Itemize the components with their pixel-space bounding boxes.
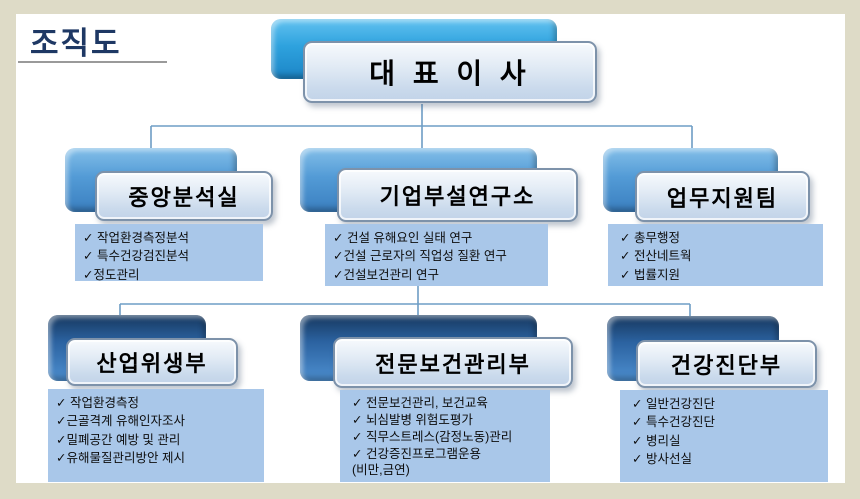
health-examination-task-panel: ✓ 일반건강진단 ✓ 특수건강진단 ✓ 병리실 ✓ 방사선실 xyxy=(620,390,828,482)
task-item: ✓건설 근로자의 직업성 질환 연구 xyxy=(333,249,507,264)
task-item: ✓유해물질관리방안 제시 xyxy=(56,450,185,465)
task-item: ✓밀폐공간 예방 및 관리 xyxy=(56,432,181,447)
task-item: ✓ 건설 유해요인 실태 연구 xyxy=(333,231,473,245)
title-underline xyxy=(18,61,167,63)
task-item: ✓ 특수건강검진분석 xyxy=(83,249,189,264)
task-item: ✓ 직무스트레스(감정노동)관리 xyxy=(352,430,513,444)
dept-label: 중앙분석실 xyxy=(128,185,240,210)
dept-label: 기업부설연구소 xyxy=(379,184,536,209)
business-support-task-panel: ✓ 총무행정 ✓ 전산네트웍 ✓ 법률지원 xyxy=(608,224,823,286)
task-item: ✓ 건강증진프로그램운용 (비만,금연) xyxy=(352,447,481,477)
research-institute-task-panel: ✓ 건설 유해요인 실태 연구 ✓건설 근로자의 직업성 질환 연구 ✓건설보건… xyxy=(325,224,548,286)
industrial-hygiene-task-panel: ✓ 작업환경측정 ✓근골격계 유해인자조사 ✓밀폐공간 예방 및 관리 ✓유해물… xyxy=(48,389,264,482)
task-item: ✓근골격계 유해인자조사 xyxy=(56,414,185,429)
task-item: ✓ 작업환경측정분석 xyxy=(83,231,189,245)
connector-level1 xyxy=(150,104,693,149)
task-item: ✓ 전문보건관리, 보건교육 xyxy=(352,396,488,410)
task-item: ✓ 특수건강진단 xyxy=(632,415,715,430)
connector-level2 xyxy=(119,285,691,317)
task-item: ✓ 전산네트웍 xyxy=(620,249,692,264)
dept-label: 산업위생부 xyxy=(96,351,208,376)
task-item: ✓ 총무행정 xyxy=(620,231,680,245)
page-title: 조직도 xyxy=(30,26,122,61)
dept-label: 건강진단부 xyxy=(670,353,783,378)
ceo-label: 대 표 이 사 xyxy=(369,58,531,89)
central-analysis-task-panel: ✓ 작업환경측정분석 ✓ 특수건강검진분석 ✓정도관리 xyxy=(75,224,263,282)
task-item: ✓ 작업환경측정 xyxy=(56,396,139,410)
org-node-ceo: 대 표 이 사 xyxy=(303,41,597,103)
task-item: ✓건설보건관리 연구 xyxy=(333,267,439,282)
org-node-industrial-hygiene: 산업위생부 xyxy=(66,338,238,386)
org-node-central-analysis: 중앙분석실 xyxy=(95,171,273,221)
task-item: ✓ 법률지원 xyxy=(620,267,680,282)
task-item: ✓ 방사선실 xyxy=(632,451,692,466)
task-item: ✓ 뇌심발병 위험도평가 xyxy=(352,413,473,427)
dept-label: 전문보건관리부 xyxy=(375,351,531,377)
org-node-health-management: 전문보건관리부 xyxy=(333,337,573,388)
org-node-health-examination: 건강진단부 xyxy=(636,340,817,388)
org-node-research-institute: 기업부설연구소 xyxy=(337,168,578,222)
task-item: ✓정도관리 xyxy=(83,267,140,282)
dept-label: 업무지원팀 xyxy=(666,185,779,211)
org-node-business-support: 업무지원팀 xyxy=(635,171,810,222)
task-item: ✓ 일반건강진단 xyxy=(632,397,715,411)
health-management-task-panel: ✓ 전문보건관리, 보건교육 ✓ 뇌심발병 위험도평가 ✓ 직무스트레스(감정노… xyxy=(340,390,550,482)
task-item: ✓ 병리실 xyxy=(632,433,681,448)
